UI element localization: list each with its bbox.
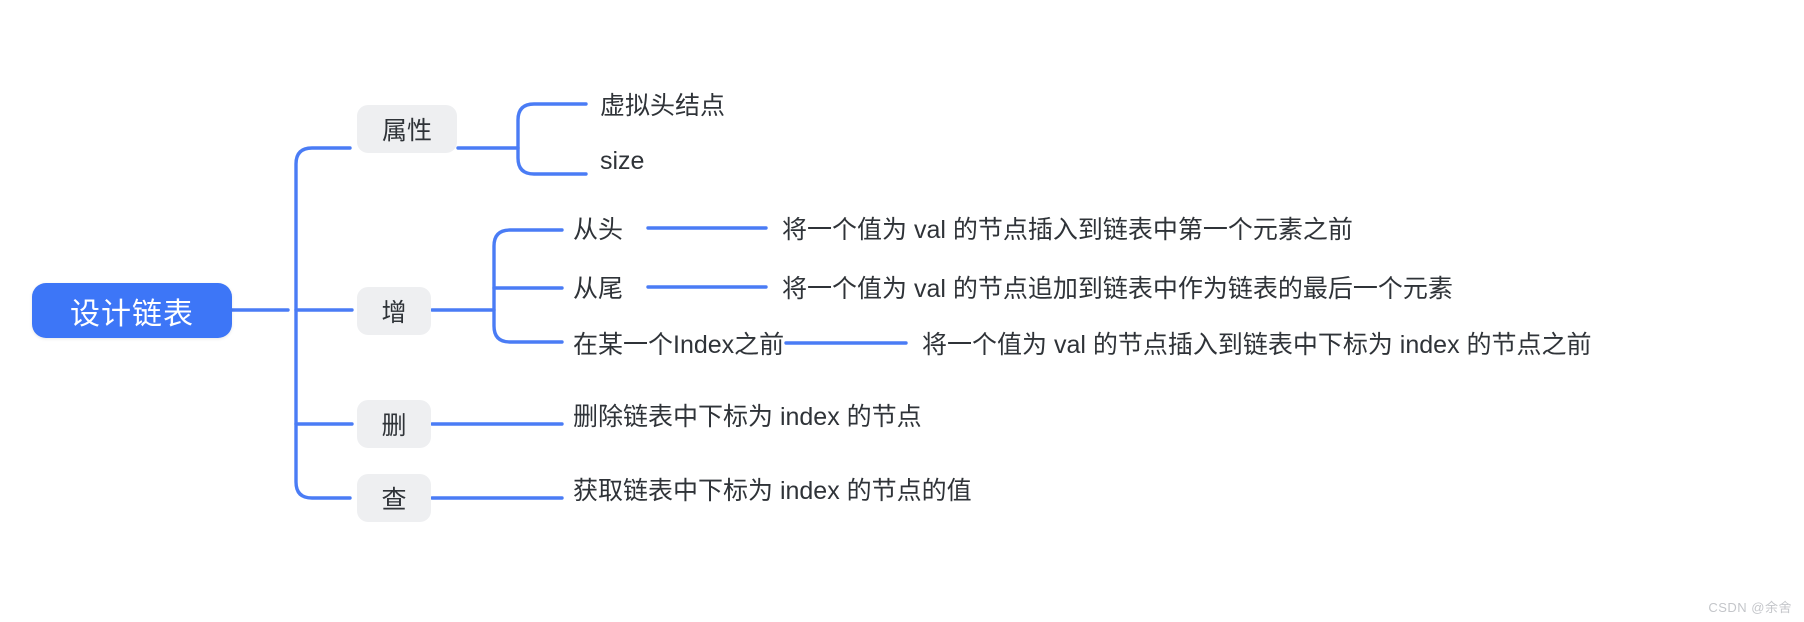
root-node[interactable]: 设计链表: [32, 283, 232, 338]
watermark: CSDN @余舍: [1708, 600, 1792, 615]
desc-node-index-before[interactable]: 将一个值为 val 的节点插入到链表中下标为 index 的节点之前: [922, 324, 1732, 362]
root-node-label: 设计链表: [70, 297, 194, 331]
leaf-node-label: 虚拟头结点: [600, 92, 726, 120]
desc-node-label: 将一个值为 val 的节点插入到链表中下标为 index 的节点之前: [922, 331, 1592, 359]
leaf-node-congwei[interactable]: 从尾: [573, 268, 723, 306]
branch-node-label: 删: [381, 412, 407, 440]
branch-node-zeng[interactable]: 增: [357, 287, 431, 335]
leaf-node-size[interactable]: size: [600, 142, 860, 180]
branch-node-label: 增: [381, 299, 407, 327]
leaf-node-label: 从头: [573, 216, 624, 244]
branch-node-shuxing[interactable]: 属性: [357, 105, 457, 153]
branch-node-label: 查: [381, 486, 407, 514]
desc-node-label: 将一个值为 val 的节点追加到链表中作为链表的最后一个元素: [782, 275, 1453, 303]
leaf-node-label: 删除链表中下标为 index 的节点: [573, 403, 922, 431]
leaf-node-xuniitoujiedian[interactable]: 虚拟头结点: [600, 85, 860, 123]
leaf-node-label: size: [600, 146, 645, 175]
leaf-node-label: 在某一个Index之前: [573, 331, 785, 359]
wire-zeng-subtrunk: [492, 228, 564, 344]
branch-node-shan[interactable]: 删: [357, 400, 431, 448]
desc-node-congtou[interactable]: 将一个值为 val 的节点插入到链表中第一个元素之前: [782, 209, 1482, 247]
leaf-node-label: 从尾: [573, 275, 624, 303]
leaf-node-label: 获取链表中下标为 index 的节点的值: [573, 477, 972, 505]
leaf-node-index-before[interactable]: 在某一个Index之前: [573, 324, 803, 362]
wire-trunk: [294, 146, 352, 500]
leaf-node-shan-desc[interactable]: 删除链表中下标为 index 的节点: [573, 396, 1093, 434]
branch-node-cha[interactable]: 查: [357, 474, 431, 522]
desc-node-label: 将一个值为 val 的节点插入到链表中第一个元素之前: [782, 216, 1353, 244]
desc-node-congwei[interactable]: 将一个值为 val 的节点追加到链表中作为链表的最后一个元素: [782, 268, 1572, 306]
branch-node-label: 属性: [381, 117, 432, 145]
leaf-node-congtou[interactable]: 从头: [573, 209, 723, 247]
wire-shuxing-subtrunk: [516, 102, 588, 176]
leaf-node-cha-desc[interactable]: 获取链表中下标为 index 的节点的值: [573, 470, 1133, 508]
